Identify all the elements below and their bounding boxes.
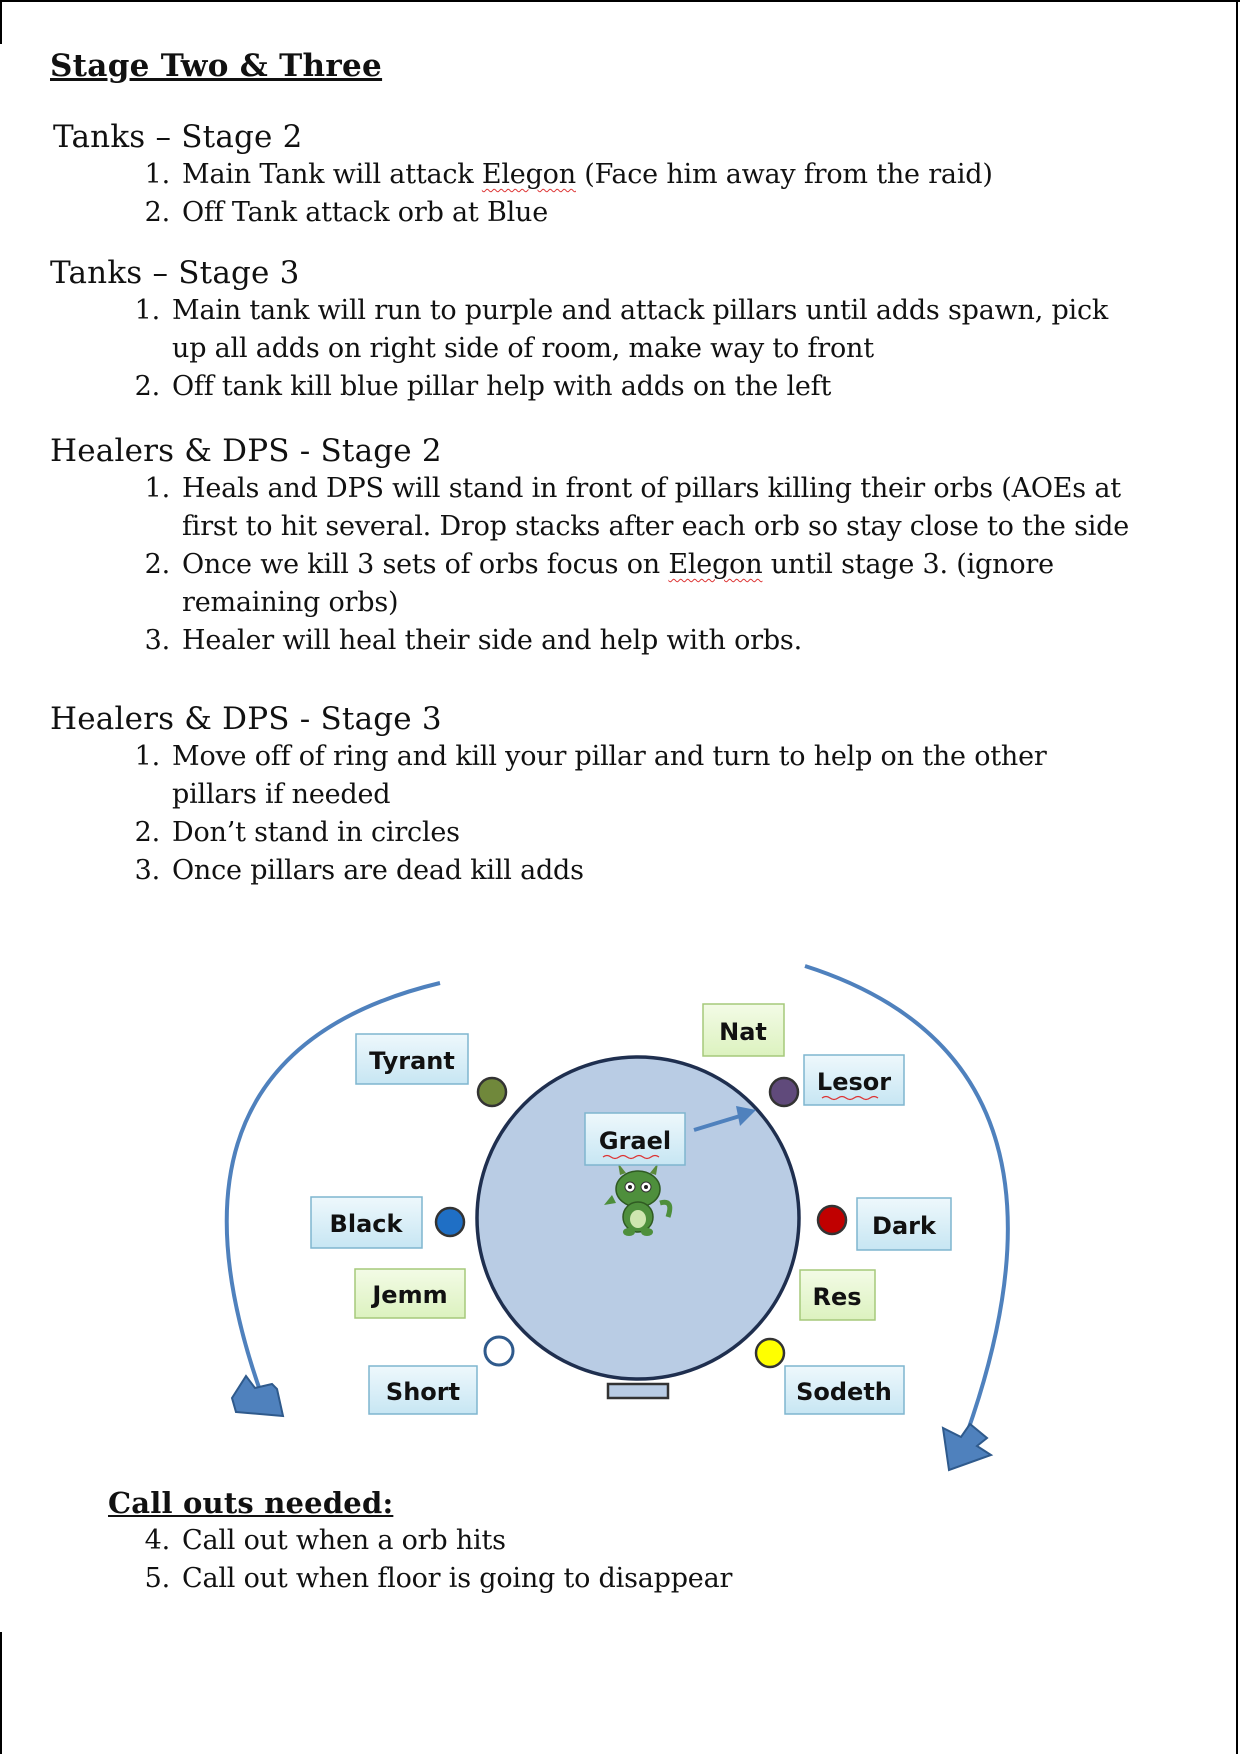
- item-text: up all adds on right side of room, make …: [172, 333, 874, 364]
- list-item: 2. Off Tank attack orb at Blue: [50, 194, 1190, 232]
- section-callouts: Call outs needed: 4. Call out when a orb…: [108, 1484, 1108, 1598]
- label-black-text: Black: [330, 1210, 404, 1238]
- label-tyrant-text: Tyrant: [369, 1047, 455, 1075]
- label-tyrant: Tyrant: [355, 1033, 469, 1085]
- label-jemm: Jemm: [354, 1268, 466, 1319]
- page-edge-right: [1236, 0, 1238, 1754]
- item-text: (Face him away from the raid): [575, 159, 993, 190]
- page-title: Stage Two & Three: [50, 48, 383, 84]
- section-tanks-stage-2: Tanks – Stage 2 1. Main Tank will attack…: [50, 118, 1190, 232]
- label-dark-text: Dark: [872, 1212, 937, 1240]
- label-short-text: Short: [386, 1378, 460, 1406]
- item-text: Don’t stand in circles: [172, 817, 460, 848]
- item-text: Once we kill 3 sets of orbs focus on: [182, 549, 669, 580]
- section-heading: Healers & DPS - Stage 3: [50, 701, 442, 737]
- item-text: Heals and DPS will stand in front of pil…: [182, 473, 1121, 504]
- label-grael-text: Grael: [599, 1127, 671, 1155]
- list-number: 2.: [134, 817, 161, 848]
- instruction-list: 1. Main tank will run to purple and atta…: [50, 292, 1190, 406]
- dragon-icon: [604, 1163, 673, 1236]
- list-item: 3. Once pillars are dead kill adds: [50, 852, 1190, 890]
- label-grael: Grael: [584, 1112, 686, 1166]
- item-text: Call out when a orb hits: [182, 1525, 506, 1556]
- label-lesor-text: Lesor: [817, 1068, 891, 1096]
- orb-green: [476, 1076, 508, 1108]
- label-res: Res: [799, 1269, 876, 1321]
- orb-purple: [768, 1076, 800, 1108]
- section-heading: Tanks – Stage 3: [50, 255, 300, 291]
- instruction-list: 1. Move off of ring and kill your pillar…: [50, 738, 1190, 890]
- section-healers-dps-stage-3: Healers & DPS - Stage 3 1. Move off of r…: [50, 700, 1190, 890]
- label-lesor: Lesor: [803, 1054, 905, 1106]
- page-edge-top: [0, 0, 1240, 2]
- list-item: 1. Main Tank will attack Elegon (Face hi…: [50, 156, 1190, 194]
- list-item: 5. Call out when floor is going to disap…: [108, 1560, 1108, 1598]
- label-black: Black: [310, 1196, 423, 1249]
- list-item: 2. Once we kill 3 sets of orbs focus on …: [50, 546, 1190, 622]
- label-sodeth: Sodeth: [784, 1365, 905, 1415]
- list-number: 5.: [144, 1563, 171, 1594]
- section-tanks-stage-3: Tanks – Stage 3 1. Main tank will run to…: [50, 254, 1190, 406]
- list-item: 2. Off tank kill blue pillar help with a…: [50, 368, 1190, 406]
- orb-blue: [434, 1206, 466, 1238]
- orb-yellow: [754, 1337, 786, 1369]
- right-curved-arrow: [804, 964, 1010, 1437]
- item-text: remaining orbs): [182, 587, 399, 618]
- list-number: 2.: [134, 371, 161, 402]
- section-heading: Healers & DPS - Stage 2: [50, 433, 442, 469]
- label-res-text: Res: [812, 1283, 861, 1311]
- list-number: 1.: [134, 295, 161, 326]
- item-text: pillars if needed: [172, 779, 391, 810]
- list-number: 1.: [144, 159, 171, 190]
- list-number: 3.: [134, 855, 161, 886]
- right-arrowhead: [941, 1422, 994, 1472]
- page-edge-left-top: [0, 0, 2, 44]
- callouts-list: 4. Call out when a orb hits 5. Call out …: [108, 1522, 1108, 1598]
- left-arrowhead: [230, 1374, 285, 1418]
- list-item: 1. Main tank will run to purple and atta…: [50, 292, 1190, 368]
- label-nat-text: Nat: [719, 1018, 767, 1046]
- callouts-heading: Call outs needed:: [108, 1486, 394, 1520]
- label-short: Short: [368, 1365, 478, 1415]
- item-text: Off tank kill blue pillar help with adds…: [172, 371, 832, 402]
- item-text: Off Tank attack orb at Blue: [182, 197, 549, 228]
- section-heading: Tanks – Stage 2: [53, 119, 303, 155]
- item-text: Main tank will run to purple and attack …: [172, 295, 1109, 326]
- list-item: 3. Healer will heal their side and help …: [50, 622, 1190, 660]
- item-text: Call out when floor is going to disappea…: [182, 1563, 733, 1594]
- list-number: 1.: [134, 741, 161, 772]
- label-nat: Nat: [702, 1003, 785, 1057]
- list-number: 3.: [144, 625, 171, 656]
- item-text: Move off of ring and kill your pillar an…: [172, 741, 1047, 772]
- list-number: 2.: [144, 197, 171, 228]
- list-item: 4. Call out when a orb hits: [108, 1522, 1108, 1560]
- instruction-list: 1. Main Tank will attack Elegon (Face hi…: [50, 156, 1190, 232]
- page-edge-left-bottom: [0, 1632, 2, 1754]
- grael-arrowhead: [736, 1106, 756, 1126]
- left-curved-arrow: [224, 981, 441, 1397]
- orb-red: [816, 1204, 848, 1236]
- list-item: 1. Move off of ring and kill your pillar…: [50, 738, 1190, 814]
- list-number: 1.: [144, 473, 171, 504]
- spellcheck-word: Elegon: [668, 549, 763, 580]
- instruction-list: 1. Heals and DPS will stand in front of …: [50, 470, 1190, 660]
- label-dark: Dark: [856, 1197, 952, 1251]
- list-number: 4.: [144, 1525, 171, 1556]
- list-item: 2. Don’t stand in circles: [50, 814, 1190, 852]
- grael-direction-arrow: [693, 1114, 741, 1132]
- list-item: 1. Heals and DPS will stand in front of …: [50, 470, 1190, 546]
- spellcheck-word: Elegon: [481, 159, 576, 190]
- label-sodeth-text: Sodeth: [796, 1378, 892, 1406]
- list-number: 2.: [144, 549, 171, 580]
- item-text: Once pillars are dead kill adds: [172, 855, 584, 886]
- orb-white: [483, 1335, 515, 1367]
- item-text: until stage 3. (ignore: [762, 549, 1054, 580]
- item-text: first to hit several. Drop stacks after …: [182, 511, 1130, 542]
- item-text: Main Tank will attack: [182, 159, 482, 190]
- section-healers-dps-stage-2: Healers & DPS - Stage 2 1. Heals and DPS…: [50, 432, 1190, 660]
- platform-entrance: [606, 1382, 670, 1400]
- label-jemm-text: Jemm: [370, 1281, 447, 1309]
- item-text: Healer will heal their side and help wit…: [182, 625, 802, 656]
